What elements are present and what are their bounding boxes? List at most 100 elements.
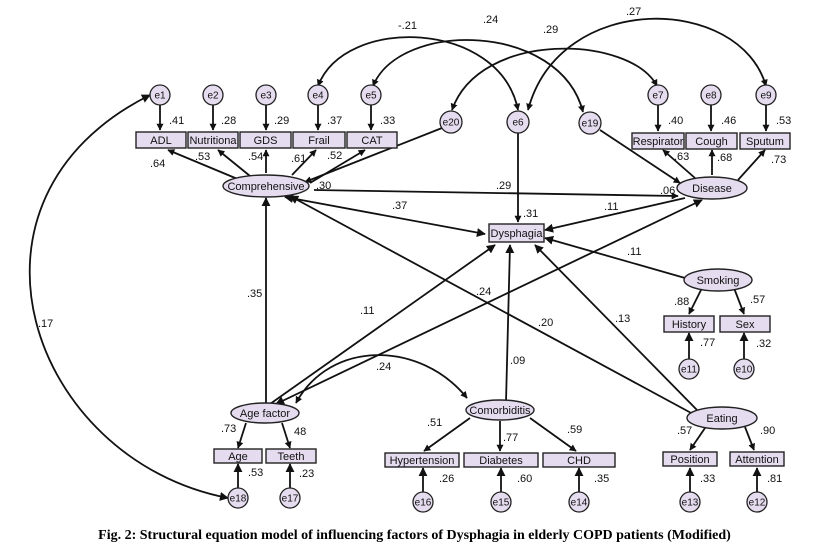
edges — [28, 17, 770, 501]
cov-arc-e5-e19 — [372, 39, 585, 113]
observed-position: Position — [662, 451, 718, 467]
svg-text:Cough: Cough — [695, 136, 727, 148]
observed-respiratory: Respirator — [631, 132, 685, 150]
svg-text:Diabetes: Diabetes — [479, 455, 523, 467]
latent-variables: Comprehensive Disease Smoking Age factor… — [222, 174, 758, 430]
svg-text:Attention: Attention — [735, 454, 778, 466]
path-eating-position — [689, 427, 706, 451]
error-e3: e3 — [255, 84, 277, 106]
coef-load-adl: .64 — [150, 158, 165, 170]
path-comorb-chd — [529, 417, 577, 452]
coef-load-teeth: 48 — [294, 426, 306, 438]
error-e20: e20 — [439, 110, 463, 134]
coef-eating-dysphagia: .13 — [615, 313, 630, 325]
svg-text:Dysphagia: Dysphagia — [491, 228, 544, 240]
error-e10: e10 — [733, 358, 755, 380]
svg-text:Frail: Frail — [308, 135, 329, 147]
coef-r2-hypertension: .26 — [439, 473, 454, 485]
path-eating-attention — [744, 426, 755, 451]
cov-arc-e6-e9 — [526, 17, 768, 111]
coef-load-cough: .68 — [717, 152, 732, 164]
observed-cat: CAT — [346, 131, 398, 149]
svg-text:e2: e2 — [207, 91, 219, 102]
coef-e18-e1: .17 — [38, 318, 53, 330]
error-e1: e1 — [149, 84, 171, 106]
svg-text:e9: e9 — [760, 91, 772, 102]
svg-text:e14: e14 — [571, 498, 588, 509]
observed-gds: GDS — [239, 131, 292, 149]
svg-text:e5: e5 — [365, 91, 377, 102]
path-smoking-dysphagia — [544, 235, 686, 279]
path-disease-respiratory — [662, 149, 696, 179]
coef-load-frail: .61 — [291, 153, 306, 165]
svg-text:Age factor: Age factor — [240, 408, 290, 420]
coef-comp-dysphagia: .37 — [392, 200, 407, 212]
coef-smoking-dysphagia: .11 — [627, 246, 641, 258]
coef-comorb-dysphagia: .09 — [510, 355, 525, 367]
svg-text:Sputum: Sputum — [746, 136, 784, 148]
svg-text:Comprehensive: Comprehensive — [227, 181, 304, 193]
coef-r2-age: .53 — [248, 467, 263, 479]
svg-text:e17: e17 — [282, 494, 299, 505]
svg-text:e15: e15 — [493, 498, 510, 509]
error-e9: e9 — [755, 84, 777, 106]
figure-caption: Fig. 2: Structural equation model of inf… — [98, 528, 731, 543]
svg-text:Respirator: Respirator — [633, 136, 684, 148]
coef-agef-dysphagia: .11 — [360, 305, 374, 317]
observed-dysphagia: Dysphagia — [488, 223, 545, 243]
coef-load-cat: .52 — [327, 150, 342, 162]
svg-text:Hypertension: Hypertension — [390, 455, 455, 467]
svg-text:e20: e20 — [443, 118, 460, 129]
coef-load-gds: .54 — [248, 151, 263, 163]
latent-disease: Disease — [676, 176, 748, 200]
cov-arc-e20-e7 — [450, 47, 658, 111]
coef-cov-top-a: -.21 — [398, 20, 417, 32]
observed-frail: Frail — [292, 131, 346, 149]
path-comp-dysphagia — [284, 194, 486, 237]
coef-load-respiratory: .63 — [674, 151, 689, 163]
svg-text:e16: e16 — [415, 498, 432, 509]
observed-sex: Sex — [719, 315, 771, 333]
path-agef-dysphagia — [269, 244, 496, 405]
latent-age-factor: Age factor — [230, 402, 300, 424]
coef-load-nutrition: .53 — [195, 151, 210, 163]
svg-text:GDS: GDS — [254, 135, 278, 147]
coef-cov-top-b: .24 — [483, 14, 498, 26]
error-terms: e1 e2 e3 e4 e5 e20 e6 e19 e7 e8 e9 e11 e… — [149, 84, 777, 513]
svg-text:e18: e18 — [230, 494, 247, 505]
svg-text:ADL: ADL — [150, 135, 171, 147]
error-e14: e14 — [568, 491, 590, 513]
path-agef-teeth — [281, 422, 292, 449]
path-e20-comp — [304, 127, 443, 183]
coef-disease-r2: .06 — [660, 185, 675, 197]
svg-text:e12: e12 — [749, 498, 766, 509]
coef-r2-cat: .33 — [380, 115, 395, 127]
coef-load-position: .57 — [677, 425, 692, 437]
coef-r2-history: .88 — [674, 296, 689, 308]
svg-text:Eating: Eating — [706, 413, 737, 425]
coef-r2-sex: .57 — [750, 294, 765, 306]
svg-text:Nutritiona: Nutritiona — [189, 135, 237, 147]
coef-r2-chd: .35 — [594, 473, 609, 485]
path-comp-frail — [291, 149, 317, 176]
coef-r2-dysphagia: .31 — [523, 208, 538, 220]
coef-r2-respiratory: .40 — [668, 115, 683, 127]
error-e19: e19 — [578, 111, 602, 135]
path-comp-cat — [309, 149, 366, 184]
observed-adl: ADL — [135, 131, 187, 149]
cov-agef-comorb — [295, 354, 468, 404]
latent-eating: Eating — [686, 406, 758, 430]
path-smoking-history — [688, 287, 703, 315]
observed-age: Age — [213, 448, 263, 464]
svg-text:e8: e8 — [705, 91, 717, 102]
svg-text:CAT: CAT — [361, 135, 382, 147]
coef-r2-sputum: .53 — [776, 115, 791, 127]
coef-load-chd: .59 — [567, 424, 582, 436]
path-comp-disease — [313, 189, 679, 200]
coef-r2-diabetes: .60 — [517, 473, 532, 485]
error-e16: e16 — [412, 491, 434, 513]
svg-text:Teeth: Teeth — [278, 451, 305, 463]
observed-history: History — [663, 315, 715, 333]
error-e11: e11 — [678, 358, 700, 380]
error-e18: e18 — [227, 487, 249, 509]
